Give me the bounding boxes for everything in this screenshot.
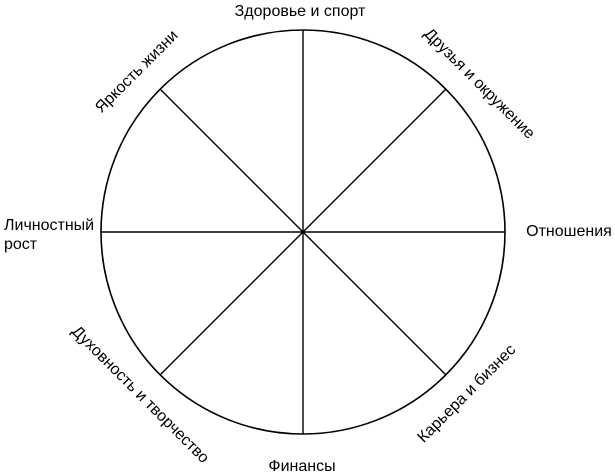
- sector-label-relationships: Отношения: [526, 223, 612, 240]
- sector-label-friends-environment: Друзья и окружение: [421, 25, 538, 142]
- sector-label-personal-growth: Личностный рост: [4, 217, 99, 253]
- sector-label-finance: Финансы: [268, 458, 335, 475]
- sector-label-career-business: Карьера и бизнес: [414, 341, 519, 446]
- sector-label-life-brightness: Яркость жизни: [92, 27, 181, 116]
- divider-diagonal-2: [159, 88, 447, 376]
- sector-label-health-sport: Здоровье и спорт: [235, 3, 366, 20]
